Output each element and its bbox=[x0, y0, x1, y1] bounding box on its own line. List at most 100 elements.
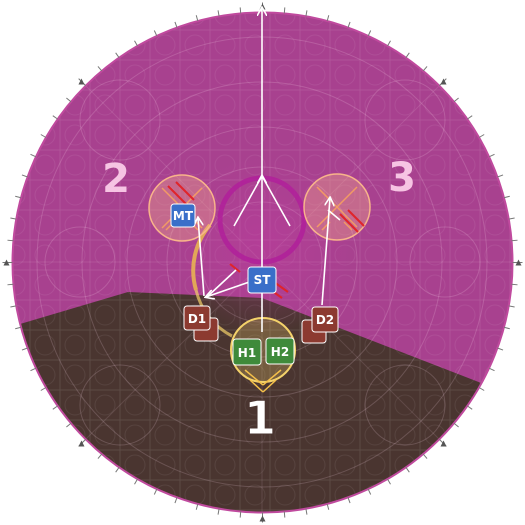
rim-tick bbox=[387, 478, 391, 485]
healer-badge bbox=[265, 337, 295, 365]
movement-arrows bbox=[198, 8, 341, 332]
rim-tick bbox=[195, 15, 199, 22]
player-label-st: ST bbox=[254, 273, 272, 287]
rim-tick bbox=[405, 467, 410, 473]
stack-label-1: 1 bbox=[244, 391, 276, 445]
rim-tick bbox=[174, 21, 178, 28]
rim-tick bbox=[153, 488, 158, 495]
rim-tick bbox=[217, 508, 220, 515]
rim-tick bbox=[40, 134, 47, 138]
rim-marker-triangle bbox=[259, 515, 266, 522]
healer-badge bbox=[232, 338, 262, 366]
rim-tick bbox=[66, 97, 72, 103]
player-label-mt: MT bbox=[173, 209, 194, 223]
rim-tick bbox=[40, 387, 47, 391]
player-h1[interactable]: H1 bbox=[232, 338, 262, 366]
rim-tick bbox=[174, 497, 178, 504]
player-label-h1: H1 bbox=[238, 346, 256, 360]
arrow-center-left-branch bbox=[233, 175, 263, 227]
aoe-bottom-circle bbox=[230, 317, 296, 393]
rim-marker-triangle bbox=[440, 440, 447, 447]
player-d2[interactable]: D2 bbox=[301, 306, 339, 344]
rim-tick bbox=[52, 405, 58, 410]
arrow-center-right-branch bbox=[261, 175, 291, 227]
arrow-st-to-d1 bbox=[206, 279, 256, 297]
player-label-h2: H2 bbox=[271, 345, 289, 359]
rim-tick bbox=[134, 40, 138, 47]
dps-badge bbox=[311, 306, 339, 333]
rim-tick bbox=[52, 115, 58, 120]
arrow-right-tail bbox=[327, 209, 341, 221]
rim-tick bbox=[467, 405, 473, 410]
rim-tick bbox=[478, 134, 485, 138]
rim-tick bbox=[283, 7, 286, 14]
rim-tick bbox=[30, 153, 37, 158]
rim-tick bbox=[422, 453, 428, 459]
rim-marker-triangle bbox=[78, 440, 85, 447]
rim-tick bbox=[97, 453, 103, 459]
rim-tick bbox=[10, 305, 17, 308]
rim-tick bbox=[115, 52, 120, 58]
rim-tick bbox=[488, 153, 495, 158]
rim-tick bbox=[7, 239, 14, 242]
rim-tick bbox=[305, 508, 308, 515]
rim-tick bbox=[239, 511, 242, 518]
rim-tick bbox=[367, 488, 372, 495]
rim-tick bbox=[153, 30, 158, 37]
player-d1[interactable]: D1 bbox=[183, 305, 219, 342]
rim-tick bbox=[508, 217, 515, 220]
rim-tick bbox=[405, 52, 410, 58]
rim-tick bbox=[511, 239, 518, 242]
rim-tick bbox=[508, 305, 515, 308]
rim-tick bbox=[497, 174, 504, 178]
arrow-d2-to-right bbox=[321, 198, 330, 306]
rim-tick bbox=[239, 7, 242, 14]
rim-tick bbox=[511, 283, 518, 286]
rim-marker-triangle bbox=[440, 78, 447, 85]
stack-label-3: 3 bbox=[388, 155, 416, 201]
arrow-st-to-d1-b bbox=[207, 269, 237, 297]
player-h2[interactable]: H2 bbox=[265, 337, 295, 365]
rim-tick bbox=[497, 347, 504, 351]
arrow-d1-to-mt bbox=[198, 218, 205, 297]
rim-tick bbox=[217, 10, 220, 17]
player-label-d2: D2 bbox=[316, 313, 334, 327]
aoe-right-circle bbox=[303, 173, 371, 241]
player-st[interactable]: ST bbox=[247, 266, 277, 294]
rim-tick bbox=[134, 478, 138, 485]
rim-tick bbox=[478, 387, 485, 391]
player-label-d1: D1 bbox=[188, 312, 206, 326]
rim-tick bbox=[10, 217, 17, 220]
rim-tick bbox=[115, 467, 120, 473]
rim-marker-triangle bbox=[78, 78, 85, 85]
stack-label-2: 2 bbox=[102, 156, 130, 202]
rim-tick bbox=[467, 115, 473, 120]
rim-tick bbox=[422, 66, 428, 72]
rim-tick bbox=[347, 21, 351, 28]
rim-tick bbox=[15, 195, 22, 199]
rim-tick bbox=[30, 367, 37, 372]
rim-marker-triangle bbox=[3, 259, 10, 266]
rim-tick bbox=[97, 66, 103, 72]
tank-badge bbox=[247, 266, 277, 294]
dps-badge bbox=[183, 305, 211, 331]
rim-marker-triangle bbox=[515, 259, 522, 266]
rim-tick bbox=[367, 30, 372, 37]
rim-tick bbox=[21, 174, 28, 178]
rim-tick bbox=[15, 326, 22, 330]
rim-tick bbox=[66, 422, 72, 428]
rim-tick bbox=[453, 97, 459, 103]
rim-tick bbox=[453, 422, 459, 428]
tank-badge bbox=[170, 203, 196, 228]
rim-tick bbox=[503, 326, 510, 330]
player-mt[interactable]: MT bbox=[170, 203, 196, 228]
rim-tick bbox=[347, 497, 351, 504]
rim-tick bbox=[305, 10, 308, 17]
rim-tick bbox=[7, 283, 14, 286]
rim-tick bbox=[503, 195, 510, 199]
rim-tick bbox=[21, 347, 28, 351]
rim-tick bbox=[326, 503, 330, 510]
rim-tick bbox=[195, 503, 199, 510]
